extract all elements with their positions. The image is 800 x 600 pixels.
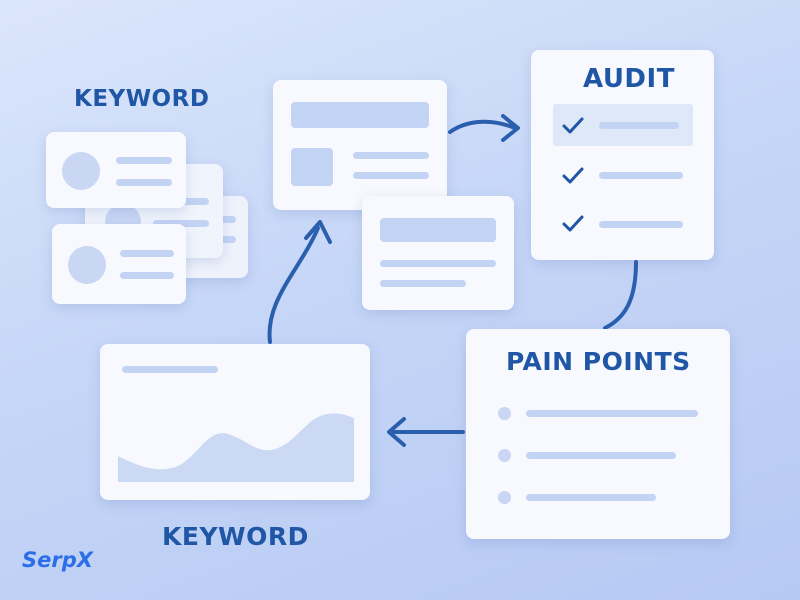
avatar: [62, 152, 100, 190]
audit-card: AUDIT: [531, 50, 714, 260]
keyword-label-top: KEYWORD: [74, 86, 210, 112]
webpage-card: [273, 80, 447, 210]
area-chart-graphic: [118, 413, 354, 482]
bullet-icon: [498, 449, 511, 462]
serpx-logo: SerpX: [22, 548, 93, 572]
audit-title: AUDIT: [583, 64, 675, 94]
arrow-right-head: [501, 114, 520, 142]
pain-points-card: PAIN POINTS: [466, 329, 730, 539]
check-icon: [562, 117, 584, 134]
bullet-icon: [498, 407, 511, 420]
pain-points-title: PAIN POINTS: [506, 347, 691, 376]
check-icon: [562, 215, 584, 232]
arrow-right-icon: [448, 119, 517, 134]
content-card: [362, 196, 514, 310]
keyword-label-bottom: KEYWORD: [162, 522, 309, 551]
avatar: [68, 246, 106, 284]
profile-card-2: [52, 224, 186, 304]
chart-card: [100, 344, 370, 500]
bullet-icon: [498, 491, 511, 504]
profile-card-1: [46, 132, 186, 208]
arrow-left-head: [387, 417, 406, 447]
arrow-up-icon: [267, 226, 320, 344]
arrow-up-head: [304, 220, 332, 244]
check-icon: [562, 167, 584, 184]
connector-audit-pain: [603, 260, 638, 330]
